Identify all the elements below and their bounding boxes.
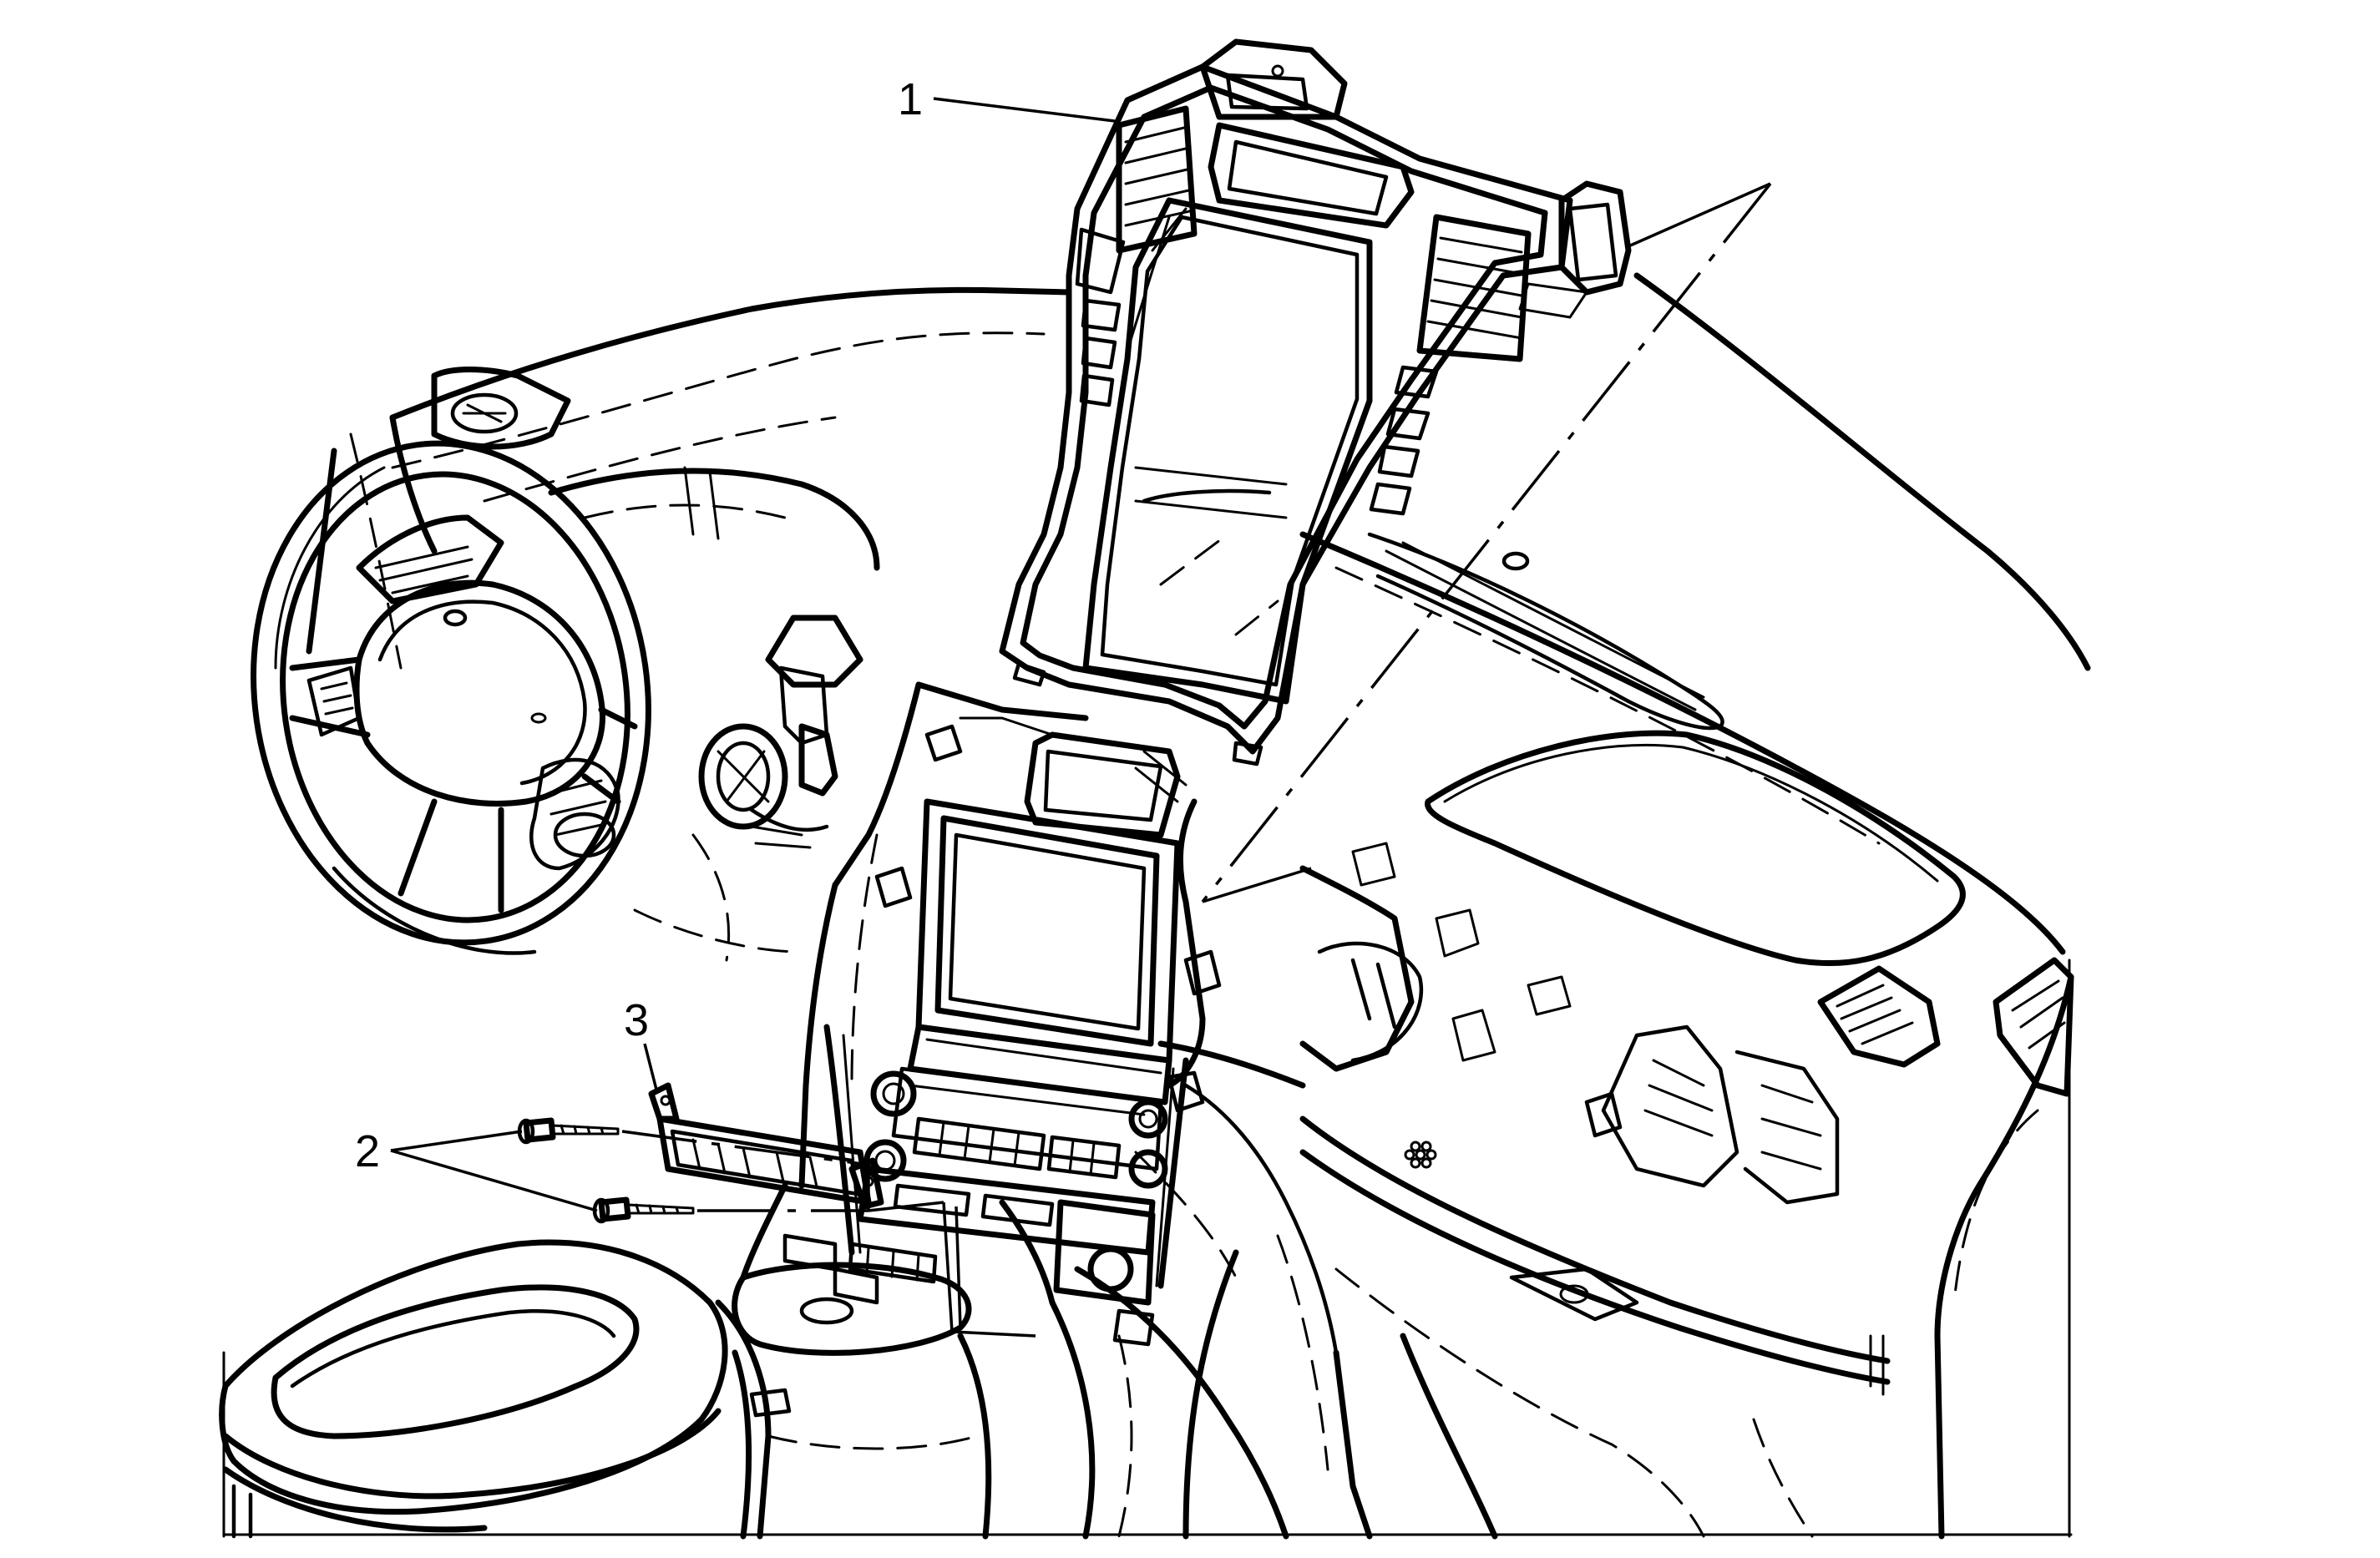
screw-lower bbox=[592, 1196, 695, 1224]
callout-2: 2 bbox=[355, 1126, 598, 1212]
callout-label-3: 3 bbox=[624, 995, 649, 1045]
steering-wheel bbox=[251, 440, 651, 955]
instrument-panel bbox=[389, 272, 2091, 1540]
radio-display-unit bbox=[823, 731, 1189, 1347]
callout-3: 3 bbox=[624, 995, 658, 1090]
instrument-cluster bbox=[356, 466, 880, 627]
screw-upper bbox=[517, 1117, 620, 1145]
callout-label-1: 1 bbox=[898, 74, 923, 124]
image-frame-edges bbox=[222, 959, 2073, 1538]
column-shifter bbox=[633, 615, 863, 962]
center-console bbox=[219, 1182, 1373, 1540]
callout-label-2: 2 bbox=[355, 1126, 380, 1176]
callout-1: 1 bbox=[898, 74, 1116, 124]
emblem-icon bbox=[1404, 1141, 1437, 1169]
alignment-lines bbox=[621, 182, 1772, 1338]
center-trim-plate bbox=[999, 38, 1632, 766]
